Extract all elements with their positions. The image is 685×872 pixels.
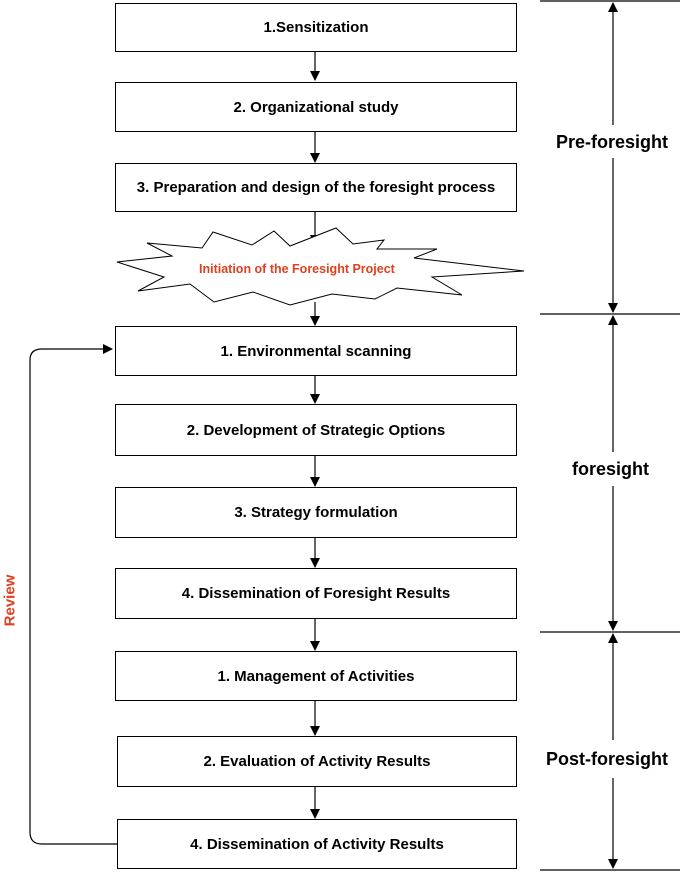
- step-label: 3. Strategy formulation: [234, 504, 398, 521]
- step-label: 1. Management of Activities: [217, 667, 415, 685]
- step-evaluation-activity-results: 2. Evaluation of Activity Results: [117, 736, 517, 787]
- step-dissemination-foresight-results: 4. Dissemination of Foresight Results: [115, 568, 517, 619]
- step-development-strategic-options: 2. Development of Strategic Options: [115, 404, 517, 456]
- step-label: 2. Organizational study: [233, 98, 399, 116]
- phase-label-pre-foresight: Pre-foresight: [556, 130, 669, 155]
- step-dissemination-activity-results: 4. Dissemination of Activity Results: [117, 819, 517, 869]
- step-label: 4. Dissemination of Foresight Results: [181, 585, 451, 602]
- step-label: 4. Dissemination of Activity Results: [190, 835, 444, 853]
- phase-label-foresight: foresight: [572, 457, 650, 482]
- step-label: 2. Development of Strategic Options: [186, 421, 446, 439]
- initiation-starburst: [116, 227, 525, 306]
- step-label: 2. Evaluation of Activity Results: [203, 753, 431, 770]
- review-loop-arrow: [29, 344, 117, 845]
- step-preparation-design: 3. Preparation and design of the foresig…: [115, 163, 517, 212]
- step-management-of-activities: 1. Management of Activities: [115, 651, 517, 701]
- step-organizational-study: 2. Organizational study: [115, 82, 517, 132]
- step-label: 3. Preparation and design of the foresig…: [136, 179, 496, 196]
- initiation-label: Initiation of the Foresight Project: [199, 262, 395, 276]
- review-label: Review: [1, 574, 19, 627]
- phase-label-post-foresight: Post-foresight: [546, 747, 669, 772]
- step-strategy-formulation: 3. Strategy formulation: [115, 487, 517, 538]
- step-sensitization: 1.Sensitization: [115, 3, 517, 52]
- step-environmental-scanning: 1. Environmental scanning: [115, 326, 517, 376]
- step-label: 1.Sensitization: [263, 19, 369, 36]
- step-label: 1. Environmental scanning: [220, 342, 412, 360]
